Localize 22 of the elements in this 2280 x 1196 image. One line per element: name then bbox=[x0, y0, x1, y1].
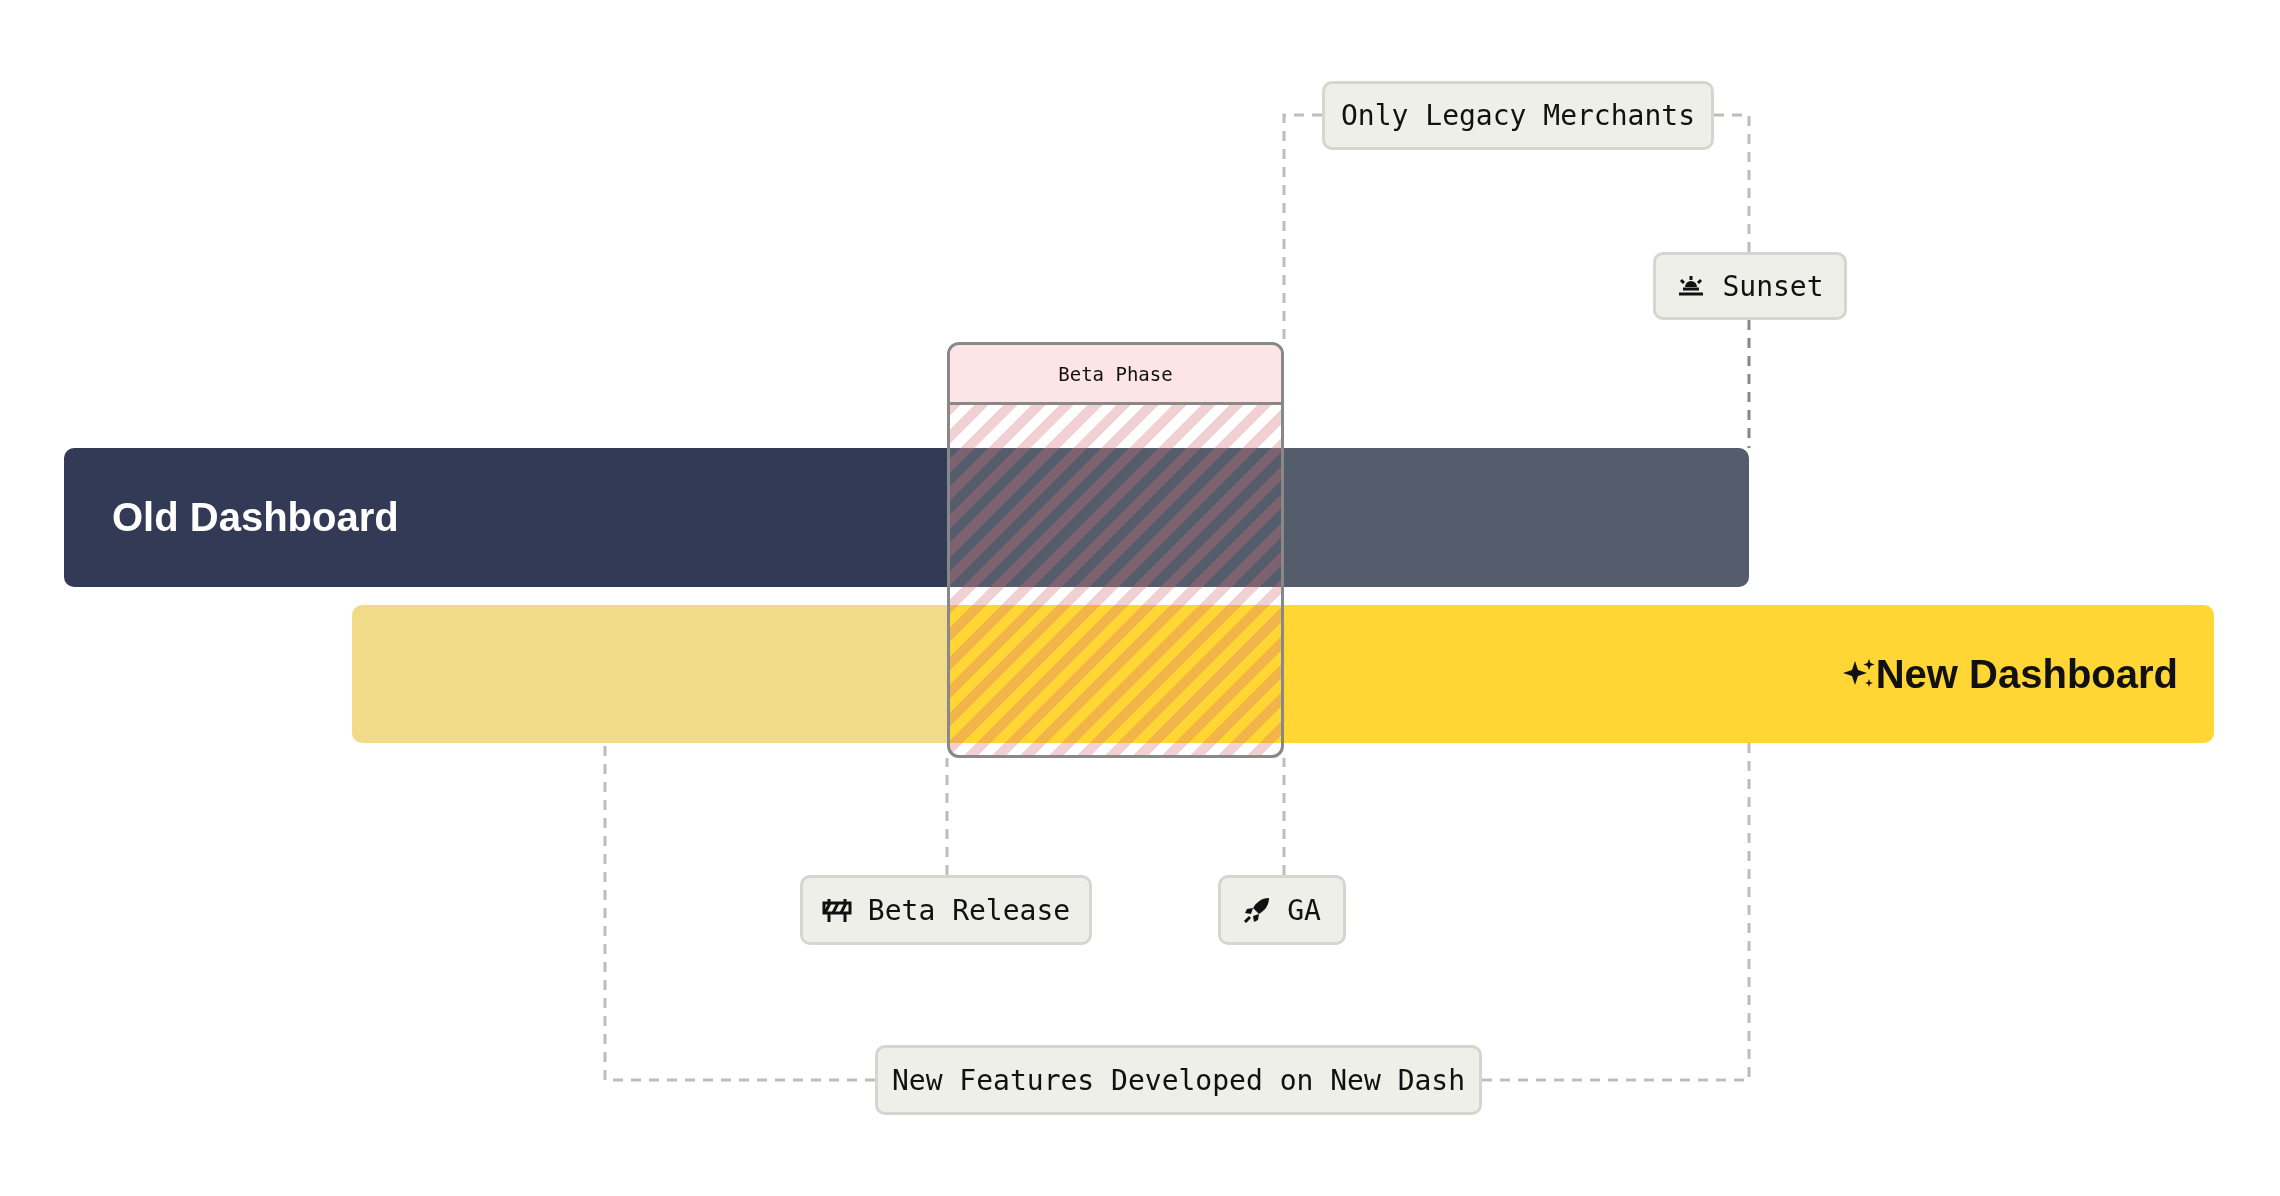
milestone-label: Sunset bbox=[1722, 269, 1824, 303]
leader-line bbox=[1282, 113, 1322, 342]
milestone-tag bbox=[1653, 252, 1847, 320]
milestone-tag bbox=[800, 875, 1092, 945]
milestone-label: Only Legacy Merchants bbox=[1341, 99, 1695, 132]
timeline-bar bbox=[64, 448, 1749, 587]
leader-line bbox=[1714, 113, 1751, 252]
leader-line bbox=[1482, 743, 1751, 1082]
timeline-bar bbox=[352, 605, 2214, 743]
leader-line bbox=[1747, 320, 1751, 448]
leader-line bbox=[945, 758, 949, 875]
leader-line bbox=[1282, 758, 1286, 875]
milestone-label: Beta Release bbox=[867, 893, 1071, 927]
bar-label: New Dashboard bbox=[1875, 651, 2178, 697]
milestone-tag bbox=[875, 1045, 1482, 1115]
milestone-tag bbox=[1218, 875, 1346, 945]
milestone-label: New Features Developed on New Dash bbox=[891, 1063, 1466, 1097]
leader-line bbox=[603, 743, 875, 1082]
milestone-label: GA bbox=[1287, 893, 1321, 927]
phase-header: Beta Phase bbox=[950, 345, 1281, 405]
bar-label: Old Dashboard bbox=[112, 495, 399, 540]
milestone-tag bbox=[1322, 81, 1714, 150]
